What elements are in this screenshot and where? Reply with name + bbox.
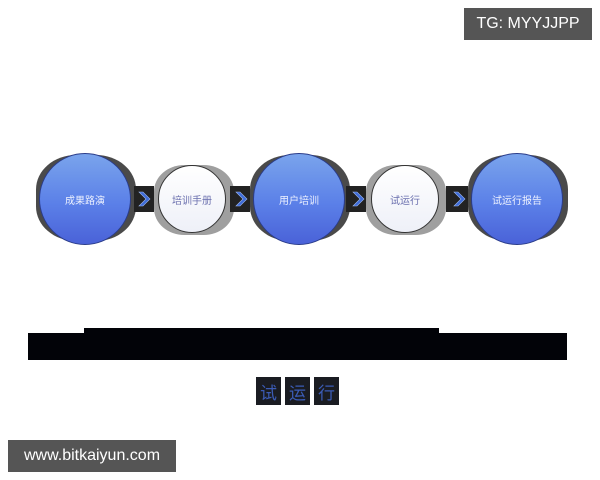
node-label: 成果路演 bbox=[65, 195, 105, 207]
flow-node-user-training: 用户培训 bbox=[253, 153, 345, 245]
chevron-right-icon bbox=[350, 191, 366, 207]
arrow-shadow bbox=[446, 186, 468, 212]
node-label: 试运行 bbox=[390, 195, 420, 207]
subtitle-char: 行 bbox=[314, 377, 339, 405]
caption-subtitle: 试 运 行 bbox=[256, 377, 340, 405]
flow-node-results-roadshow: 成果路演 bbox=[39, 153, 131, 245]
arrow-shadow bbox=[346, 186, 366, 212]
node-label: 试运行报告 bbox=[492, 195, 542, 207]
site-watermark: www.bitkaiyun.com bbox=[8, 440, 176, 472]
subtitle-char: 试 bbox=[256, 377, 281, 405]
caption-redacted-bar bbox=[28, 333, 567, 360]
chevron-right-icon bbox=[233, 191, 249, 207]
caption-redacted-bar-top bbox=[84, 328, 439, 334]
flow-node-training-manual: 培训手册 bbox=[158, 165, 226, 233]
flow-node-trial-run: 试运行 bbox=[371, 165, 439, 233]
flow-node-trial-run-report: 试运行报告 bbox=[471, 153, 563, 245]
arrow-shadow bbox=[134, 186, 154, 212]
process-flow-diagram: 成果路演 培训手册 用户培训 试运行 试运行报告 bbox=[36, 153, 568, 245]
arrow-shadow bbox=[230, 186, 250, 212]
node-label: 用户培训 bbox=[279, 195, 319, 207]
chevron-right-icon bbox=[136, 191, 152, 207]
subtitle-char: 运 bbox=[285, 377, 310, 405]
chevron-right-icon bbox=[451, 191, 467, 207]
tg-watermark: TG: MYYJJPP bbox=[464, 8, 592, 40]
node-label: 培训手册 bbox=[172, 195, 212, 207]
